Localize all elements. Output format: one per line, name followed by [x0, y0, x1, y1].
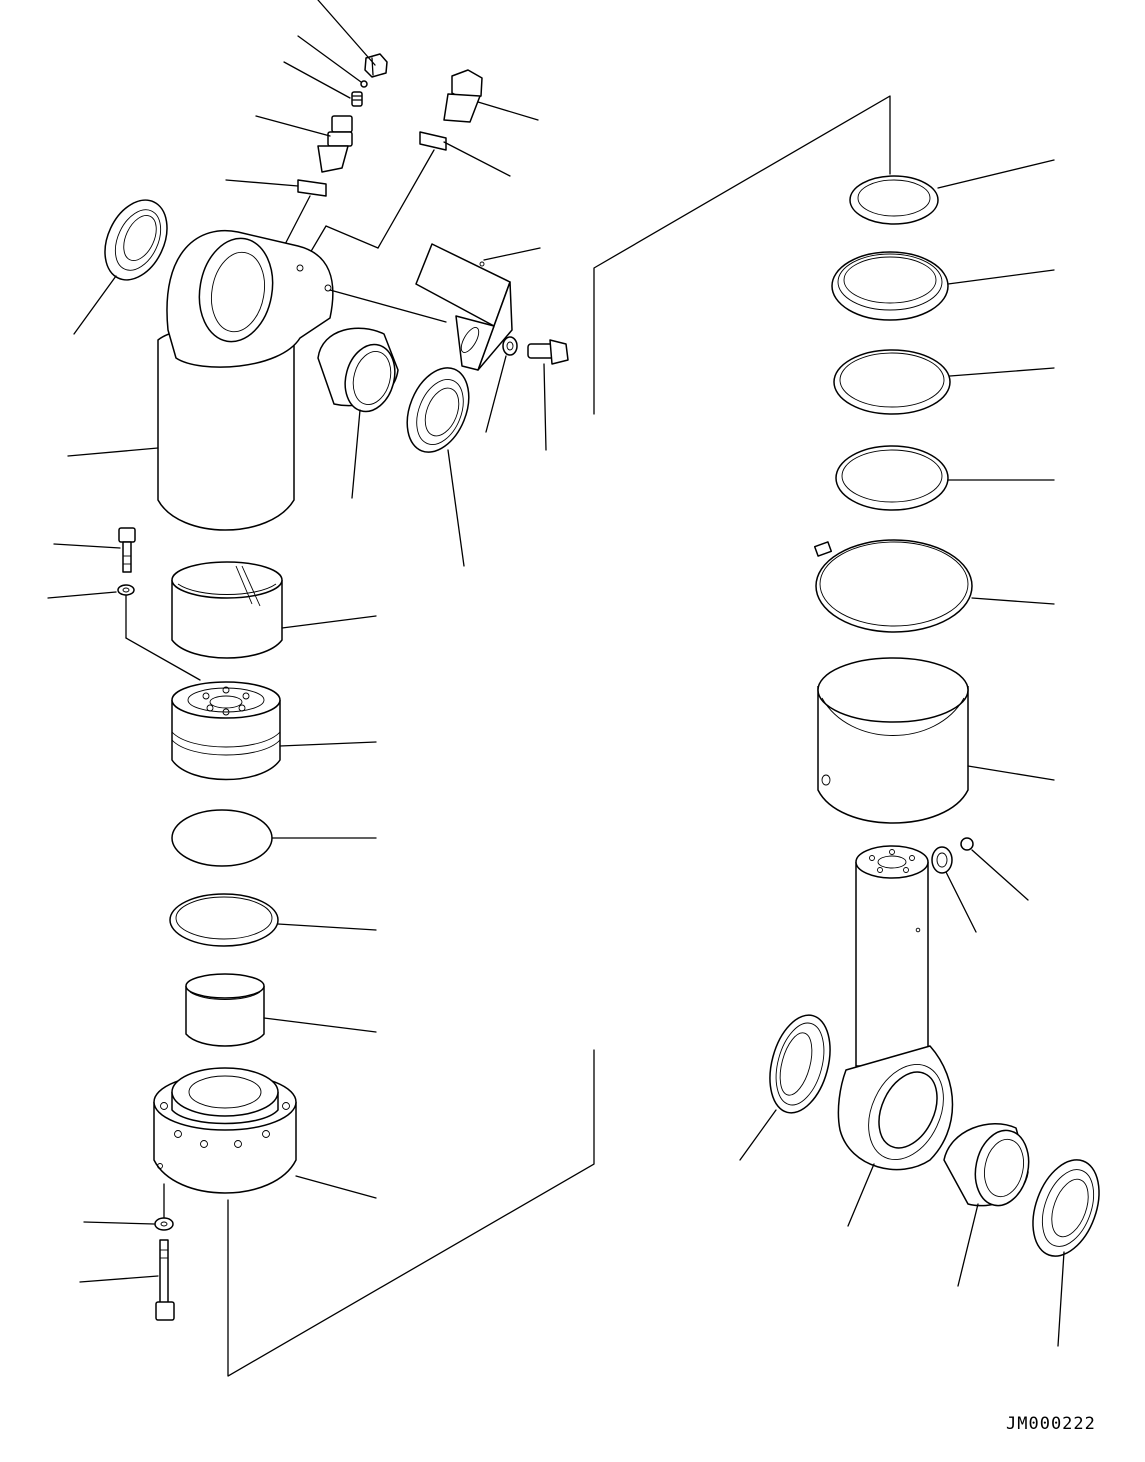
elbow-fitting: [444, 70, 538, 122]
lock-washer: [48, 585, 200, 680]
cap-nut: [318, 0, 387, 77]
bushing-top: [318, 328, 402, 498]
rod-bushing-eye: [944, 1124, 1035, 1286]
ball: [961, 838, 1028, 900]
dust-seal-rod-2: [1021, 1151, 1112, 1346]
guard-bracket: [416, 244, 540, 370]
grease-nipple-ball: [298, 36, 367, 87]
cylinder-head: [154, 1068, 376, 1198]
spring: [284, 62, 362, 106]
plug: [932, 847, 976, 932]
cylinder-tube: [68, 231, 446, 530]
piston-rod: [838, 846, 958, 1226]
backup-ring-2: [836, 446, 1054, 510]
dust-seal-rod: [740, 1008, 840, 1160]
grease-fitting: [256, 116, 352, 172]
head-washer: [84, 1184, 173, 1230]
bolt: [528, 340, 568, 450]
drawing-reference-code: JM000222: [1006, 1414, 1096, 1434]
dust-seal-top: [74, 190, 179, 334]
wiper-ring: [850, 160, 1054, 224]
buffer-ring: [834, 350, 1054, 414]
rod-bushing: [186, 974, 376, 1046]
u-packing: [832, 252, 1054, 320]
piston: [172, 682, 376, 780]
backup-ring: [170, 894, 376, 946]
snap-ring: [815, 540, 1054, 632]
shim-ring: [226, 180, 326, 254]
mounting-bolt: [54, 528, 135, 572]
o-ring: [172, 810, 376, 866]
washer: [486, 337, 517, 432]
dust-seal-top-right: [396, 359, 481, 566]
head-bolt: [80, 1240, 174, 1320]
cylinder-bushing: [172, 562, 376, 658]
assembly-leader-lines: [228, 96, 890, 1376]
head-bushing: [818, 658, 1054, 823]
